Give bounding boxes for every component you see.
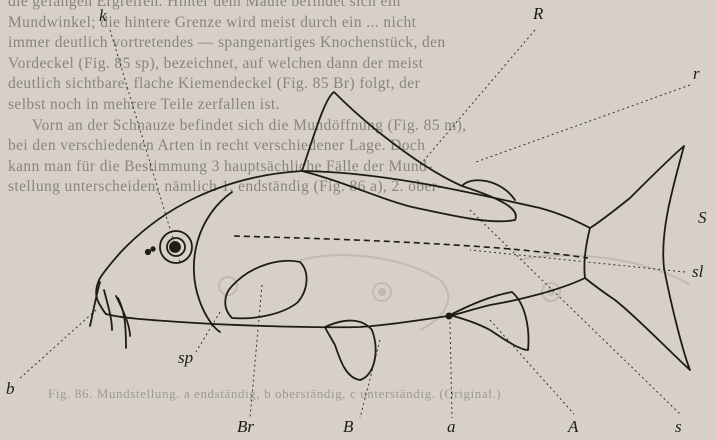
leader-line-r	[476, 85, 690, 162]
leader-line-R	[420, 30, 535, 165]
leader-line-b	[18, 310, 96, 380]
label-sp: sp	[178, 348, 193, 368]
pectoral-fin	[225, 261, 306, 319]
label-Br: Br	[237, 417, 254, 437]
label-B: B	[343, 417, 353, 437]
leader-line-k	[110, 30, 180, 262]
leader-line-A	[490, 320, 574, 414]
label-A: A	[568, 417, 578, 437]
lateral-line	[234, 236, 588, 258]
anal-fin	[450, 292, 528, 350]
label-s: s	[675, 417, 682, 437]
label-b: b	[6, 379, 15, 399]
leader-line-s	[470, 210, 680, 414]
anal-pore	[446, 313, 451, 318]
barbel	[104, 290, 112, 330]
nostril	[146, 250, 150, 254]
label-R: R	[533, 4, 543, 24]
ghost-figures	[219, 255, 690, 330]
dorsal-fin	[302, 92, 516, 221]
label-r: r	[693, 64, 700, 84]
leader-lines	[18, 30, 690, 418]
ghost-fish-pupil	[379, 289, 385, 295]
leader-line-a	[450, 322, 452, 418]
label-k: k	[99, 6, 107, 26]
barbel	[118, 298, 126, 348]
eye-pupil	[170, 242, 180, 252]
label-S: S	[698, 208, 707, 228]
nostril	[151, 247, 155, 251]
pelvic-fin	[325, 321, 376, 380]
leader-line-Br	[250, 285, 262, 418]
label-a: a	[447, 417, 456, 437]
label-sl: sl	[692, 262, 703, 282]
